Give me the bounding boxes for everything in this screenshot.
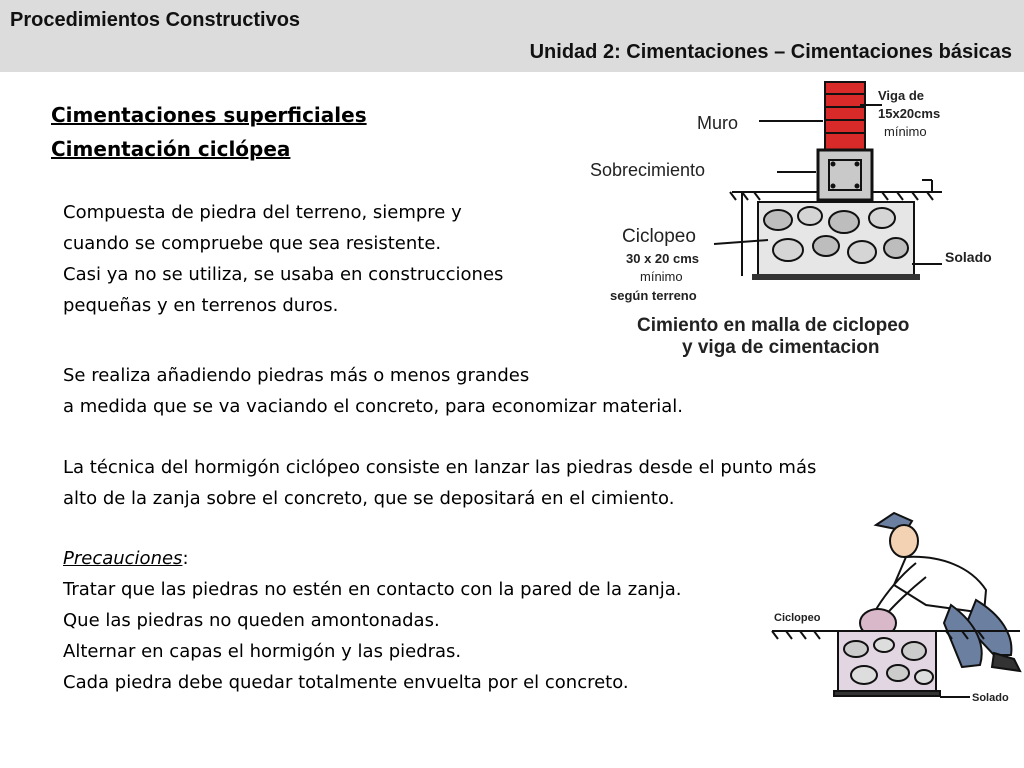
slide-header: Procedimientos Constructivos Unidad 2: C… [0,0,1024,72]
precaution-item: Que las piedras no queden amontonadas. [63,610,440,631]
label-viga-2: 15x20cms [878,106,940,121]
process-paragraph: Se realiza añadiendo piedras más o menos… [63,360,683,422]
text-line: pequeñas y en terrenos duros. [63,295,339,316]
brick-wall [824,81,866,151]
section-heading: Cimentaciones superficiales [51,103,367,127]
ciclopeo-block [752,201,920,280]
text-line: La técnica del hormigón ciclópeo consist… [63,457,817,478]
trench-outline [729,179,942,276]
label-ciclopeo-dim-3: según terreno [610,288,697,303]
label-ciclopeo-dim-2: mínimo [640,269,683,284]
technique-paragraph: La técnica del hormigón ciclópeo consist… [63,452,816,514]
caption-line-2: y viga de cimentacion [682,337,879,358]
foundation-section-diagram: Muro Viga de 15x20cms mínimo Sobrecimien… [590,81,992,358]
unit-title: Unidad 2: Cimentaciones – Cimentaciones … [529,41,1012,63]
sobrecimiento-beam [816,148,874,202]
precaution-item: Alternar en capas el hormigón y las pied… [63,641,462,662]
label-sobrecimiento: Sobrecimiento [590,160,705,180]
label-viga-1: Viga de [878,88,924,103]
caption-line-1: Cimiento en malla de ciclopeo [637,315,909,336]
leader-lines [713,104,942,265]
trench-cross-section [771,630,1020,698]
label-ciclopeo-dim-1: 30 x 20 cms [626,251,699,266]
text-line: cuando se compruebe que sea resistente. [63,233,442,254]
subsection-heading: Cimentación ciclópea [51,137,291,161]
precautions-title: Precauciones: [63,548,189,569]
label-solado-small: Solado [972,692,1009,704]
text-line: a medida que se va vaciando el concreto,… [63,396,683,417]
label-muro: Muro [697,113,738,133]
label-ciclopeo-small: Ciclopeo [774,612,821,624]
label-viga-3: mínimo [884,124,927,139]
worker-placing-stone-illustration: Ciclopeo Solado [771,511,1022,704]
worker-figure [859,511,1022,673]
precaution-item: Tratar que las piedras no estén en conta… [63,579,682,600]
label-solado: Solado [945,249,992,265]
text-line: Se realiza añadiendo piedras más o menos… [63,365,530,386]
text-line: alto de la zanja sobre el concreto, que … [63,488,675,509]
text-line: Casi ya no se utiliza, se usaba en const… [63,264,504,285]
label-ciclopeo: Ciclopeo [622,226,696,247]
text-line: Compuesta de piedra del terreno, siempre… [63,202,462,223]
description-paragraph: Compuesta de piedra del terreno, siempre… [63,197,503,321]
course-title: Procedimientos Constructivos [10,9,301,31]
precaution-item: Cada piedra debe quedar totalmente envue… [63,672,629,693]
precautions-list: Precauciones: Tratar que las piedras no … [63,543,681,698]
